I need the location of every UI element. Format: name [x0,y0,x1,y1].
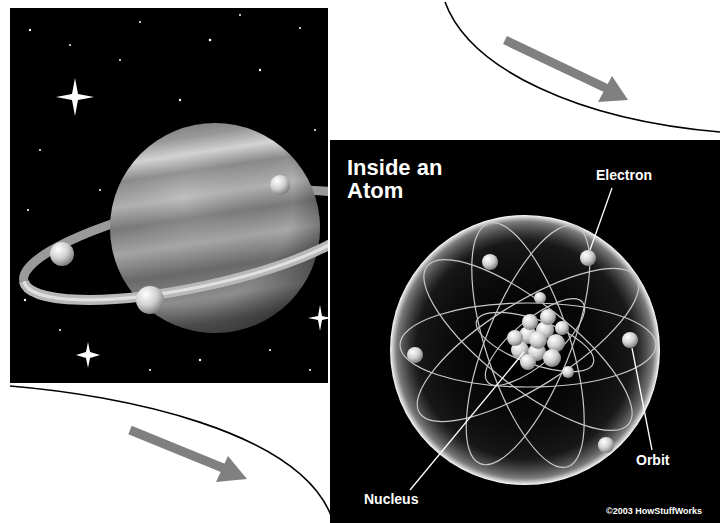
planet-scene [15,14,328,371]
planet-shading [110,123,320,333]
atom-scene [390,188,660,490]
flow-arrow [505,40,628,102]
curve-line [10,386,332,518]
moon [50,242,74,266]
leader-line [410,188,652,490]
moon [136,286,164,314]
copyright-note: ©2003 HowStuffWorks [606,507,716,516]
planet-ring [24,209,328,323]
orbit-path [397,210,659,479]
space-background [10,8,328,383]
part-label: Orbit [636,453,696,468]
atom-sphere [390,215,660,485]
part-label: Nucleus [364,492,454,507]
electron [407,250,638,453]
moon [270,175,290,195]
panel-heading: Inside an Atom [347,156,477,202]
atom-background [330,140,720,523]
sparkle-star [56,78,328,368]
planet-body [110,123,320,333]
curve-line [445,2,720,132]
part-label: Electron [596,168,686,183]
flow-arrow [130,430,247,482]
